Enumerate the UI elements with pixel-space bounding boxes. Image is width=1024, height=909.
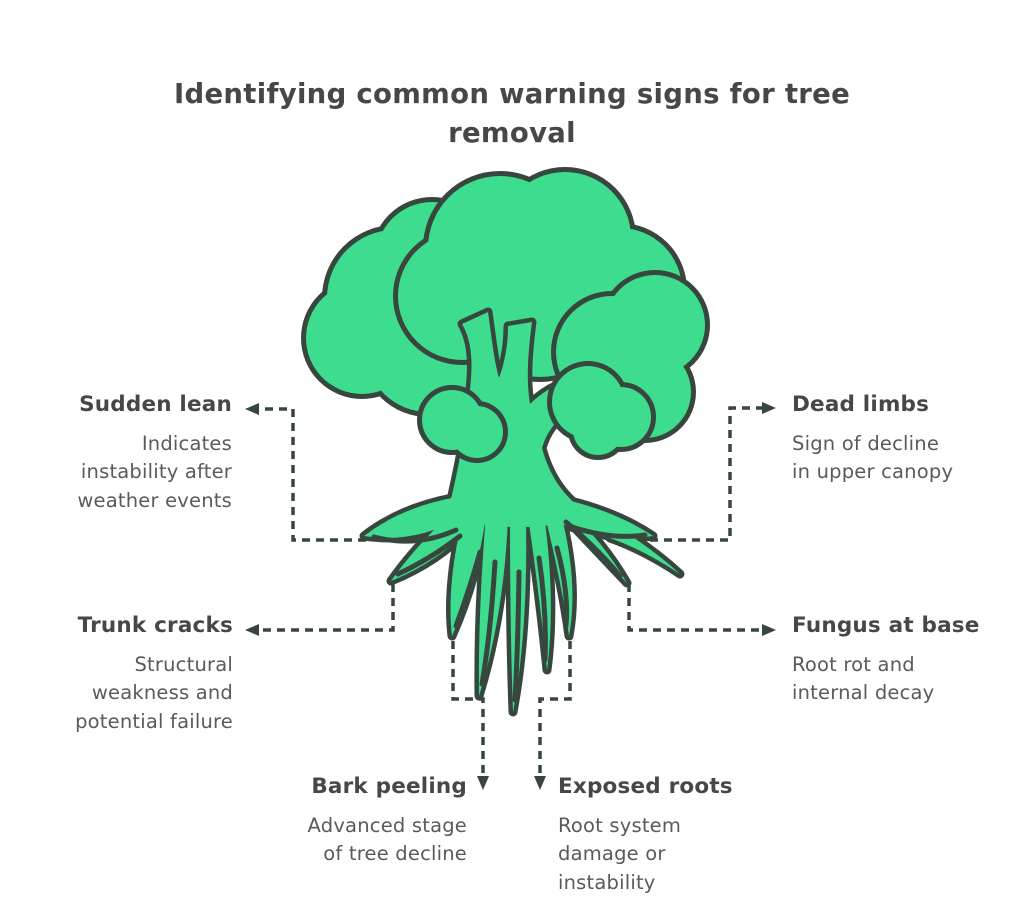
connector-trunk-cracks [245,584,395,636]
callout-description: Advanced stage of tree decline [307,813,467,866]
callout-label: Exposed roots [558,774,733,799]
right-arrowhead-icon [762,402,776,414]
root-shading [371,519,648,703]
callout-label: Dead limbs [792,392,930,417]
callout-label: Fungus at base [792,613,980,638]
down-arrowhead-icon [477,776,489,790]
callout-description: Structural weakness and potential failur… [75,652,233,733]
left-arrowhead-icon [245,403,259,415]
callout-description: Root rot and internal decay [792,652,935,705]
connector-fungus-at-base [627,584,776,636]
callout-label: Sudden lean [79,392,232,417]
callout-dead-limbs: Dead limbs Sign of decline in upper cano… [792,393,954,487]
callout-trunk-cracks: Trunk cracks Structural weakness and pot… [61,614,233,737]
callout-bark-peeling: Bark peeling Advanced stage of tree decl… [299,775,467,869]
callout-fungus-at-base: Fungus at base Root rot and internal dec… [792,614,980,708]
canopy-small-right-cloud [547,361,656,460]
connector-exposed-roots [534,641,572,790]
canopy-small-left-cloud [417,385,508,463]
callout-sudden-lean: Sudden lean Indicates instability after … [50,393,232,516]
connector-sudden-lean [245,403,366,542]
callout-description: Sign of decline in upper canopy [792,431,954,484]
left-arrowhead-icon [245,624,259,636]
callout-exposed-roots: Exposed roots Root system damage or inst… [558,775,733,898]
down-arrowhead-icon [534,776,546,790]
right-arrowhead-icon [762,624,776,636]
trunk-and-roots [359,307,685,717]
connector-dead-limbs [650,402,776,542]
callout-label: Trunk cracks [77,613,233,638]
callout-label: Bark peeling [311,774,467,799]
callout-description: Indicates instability after weather even… [77,431,232,512]
callout-description: Root system damage or instability [558,813,682,894]
infographic-title: Identifying common warning signs for tre… [173,78,851,150]
connector-bark-peeling [451,641,489,790]
